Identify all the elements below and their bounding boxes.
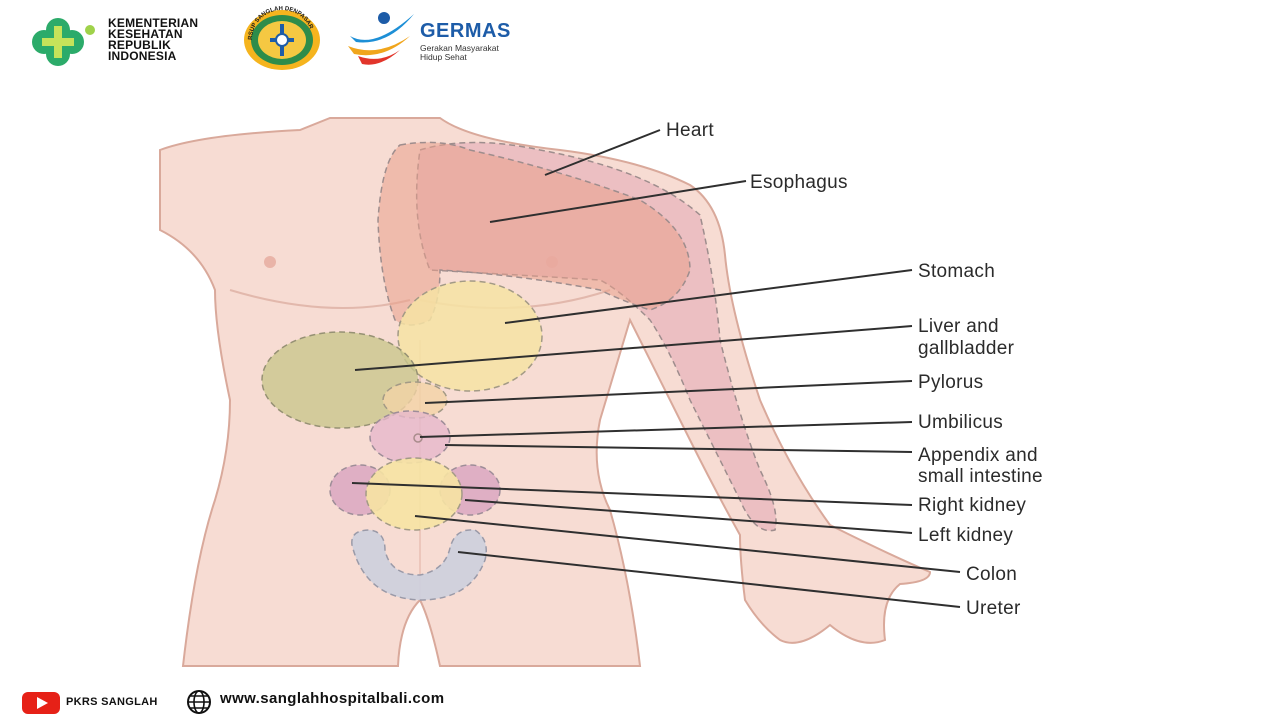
kemenkes-line-1: KEMENTERIAN — [108, 16, 199, 30]
kemenkes-logo: KEMENTERIAN KESEHATAN REPUBLIK INDONESIA — [18, 8, 228, 72]
right-nipple — [264, 256, 276, 268]
leader-esophagus — [489, 180, 747, 223]
footer: PKRS SANGLAH www.sanglahhospitalbali.com — [0, 684, 1280, 720]
colon-zone — [365, 457, 463, 531]
pain-zones — [261, 141, 777, 601]
germas-emblem-icon — [348, 12, 414, 65]
label-stomach: Stomach — [918, 261, 995, 282]
germas-subtitle: Gerakan Masyarakat Hidup Sehat — [420, 44, 499, 62]
stomach-zone — [397, 280, 543, 392]
label-umbilicus: Umbilicus — [918, 412, 1003, 433]
label-appendix-small-intestine: Appendix and small intestine — [918, 445, 1043, 487]
label-right-kidney: Right kidney — [918, 495, 1026, 516]
ureter-zone — [351, 529, 487, 601]
leader-stomach — [504, 269, 913, 324]
label-ureter: Ureter — [966, 598, 1021, 619]
germas-subtitle-line-1: Gerakan Masyarakat — [420, 43, 499, 53]
leader-lines — [351, 129, 961, 608]
kemenkes-line-3: REPUBLIK — [108, 38, 171, 52]
label-pylorus: Pylorus — [918, 372, 983, 393]
pylorus-zone — [382, 381, 448, 419]
youtube-icon — [22, 692, 60, 714]
kemenkes-line-4: INDONESIA — [108, 49, 177, 63]
leader-appendix — [444, 444, 913, 453]
leader-heart — [544, 129, 661, 176]
header-logos: KEMENTERIAN KESEHATAN REPUBLIK INDONESIA… — [0, 0, 1280, 80]
torso-shape — [159, 117, 932, 667]
label-colon: Colon — [966, 564, 1017, 585]
kemenkes-text: KEMENTERIAN KESEHATAN REPUBLIK INDONESIA — [108, 16, 199, 63]
label-esophagus: Esophagus — [750, 172, 848, 193]
leader-colon — [414, 515, 961, 573]
leader-liver — [354, 325, 913, 371]
youtube-channel-name: PKRS SANGLAH — [66, 696, 158, 708]
germas-subtitle-line-2: Hidup Sehat — [420, 52, 467, 62]
label-left-kidney: Left kidney — [918, 525, 1013, 546]
label-heart: Heart — [666, 120, 714, 141]
kemenkes-line-2: KESEHATAN — [108, 27, 183, 41]
rsup-sanglah-seal: RSUP SANGLAH DENPASAR — [234, 6, 330, 72]
germas-title: GERMAS — [420, 20, 511, 42]
navel-mark — [413, 433, 423, 443]
kemenkes-emblem-icon — [32, 18, 95, 66]
label-liver-gallbladder: Liver and gallbladder — [918, 316, 1015, 359]
liver-gallbladder-zone — [261, 331, 419, 429]
esophagus-zone — [377, 141, 691, 326]
leader-pylorus — [424, 380, 913, 404]
globe-icon — [187, 690, 211, 714]
organ-labels: Heart Esophagus Stomach Liver and gallbl… — [666, 120, 1043, 619]
hospital-seal-icon: RSUP SANGLAH DENPASAR — [244, 6, 320, 70]
leader-umbilicus — [419, 421, 913, 438]
leader-left-kidney — [464, 499, 913, 534]
germas-logo: GERMAS Gerakan Masyarakat Hidup Sehat — [344, 6, 544, 68]
leader-right-kidney — [351, 482, 913, 506]
website-url: www.sanglahhospitalbali.com — [220, 690, 445, 707]
leader-ureter — [457, 551, 961, 608]
